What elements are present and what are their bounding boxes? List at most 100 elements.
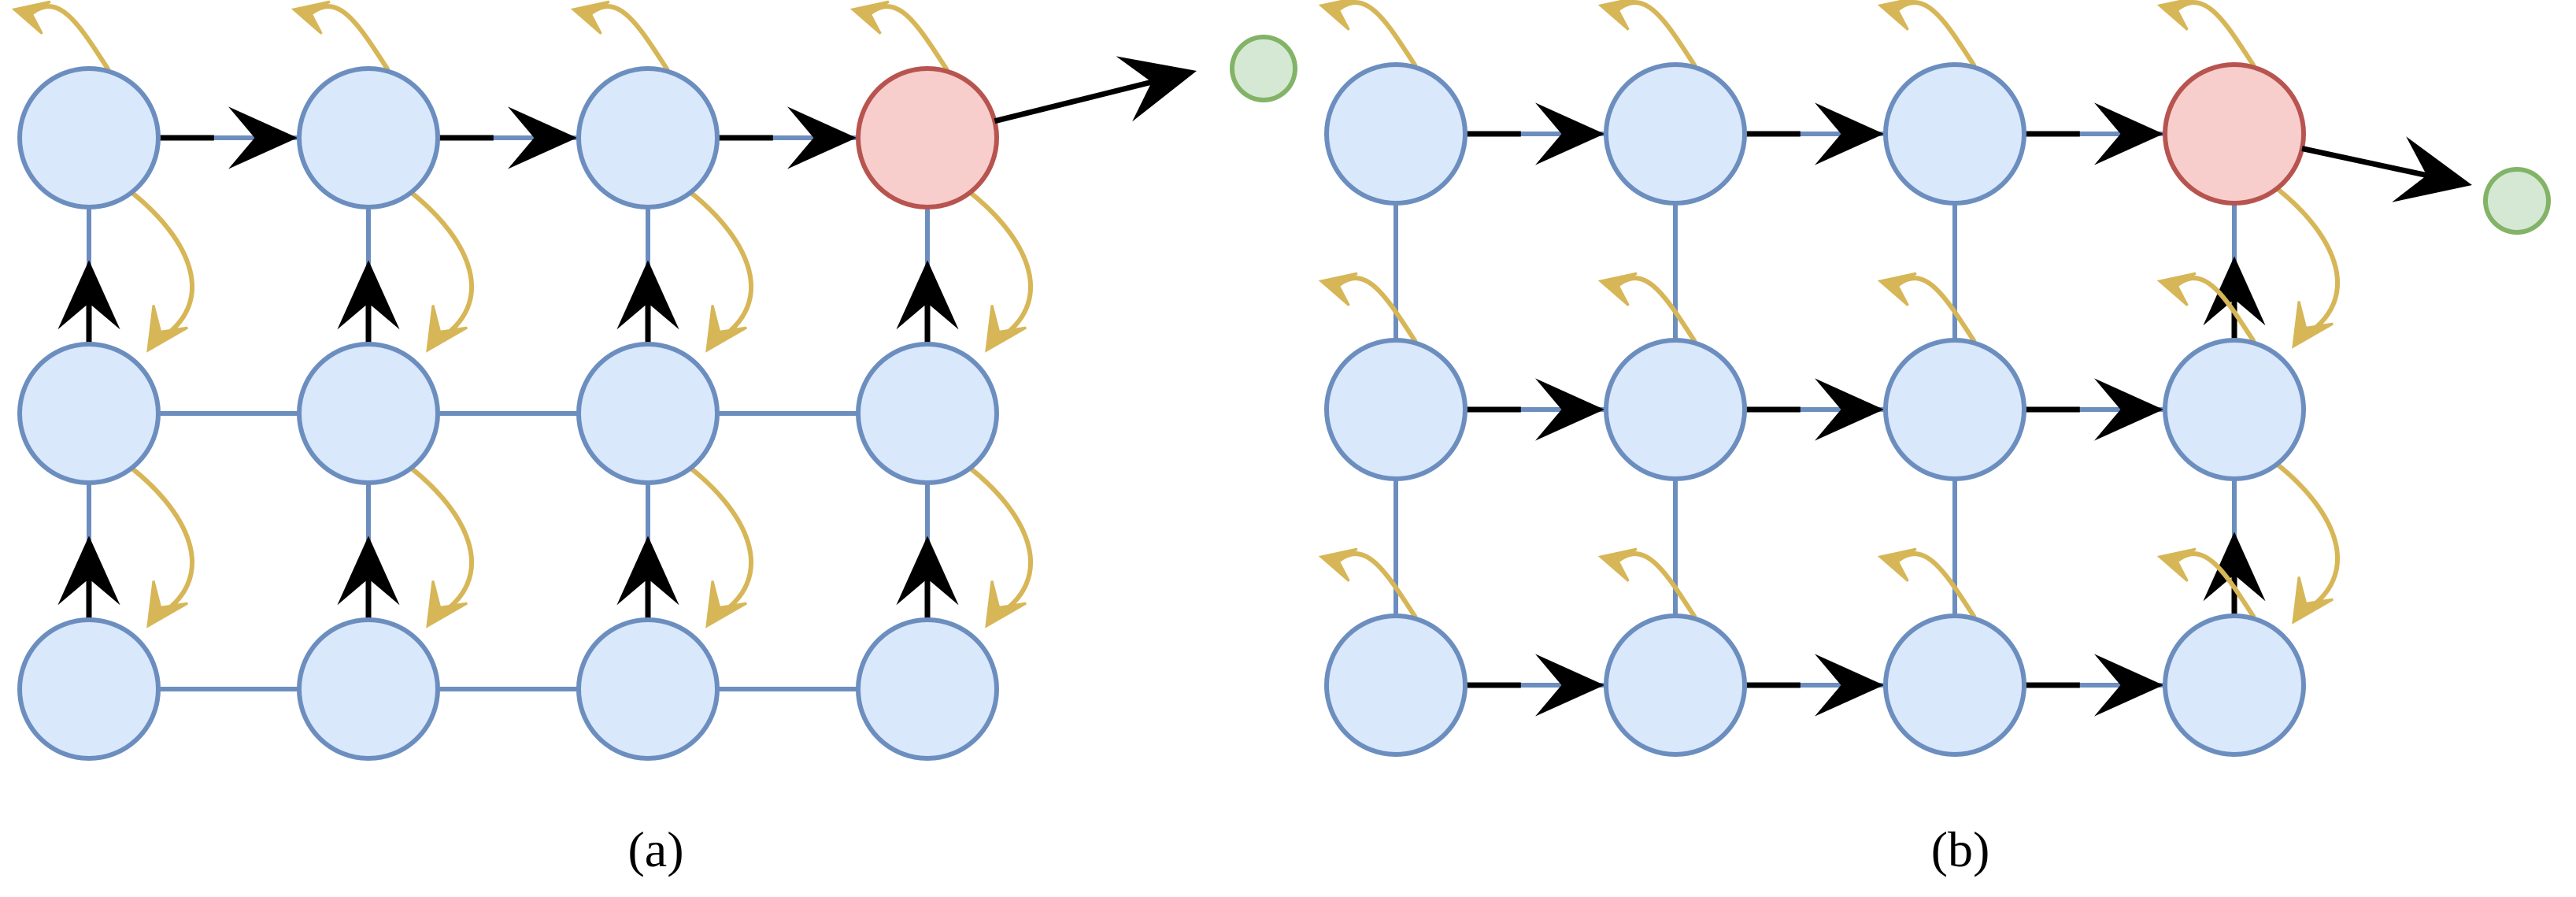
- loop-arrowhead: [1318, 547, 1358, 582]
- loop-arrowhead: [426, 305, 468, 353]
- loop-arc: [1893, 0, 1977, 68]
- flow-arrowhead: [57, 260, 120, 330]
- loop-arrowhead: [705, 580, 747, 628]
- loop-arrowhead: [2156, 547, 2197, 582]
- loop-arc: [1613, 276, 1697, 343]
- grid-node: [297, 342, 440, 485]
- flow-arrowhead: [896, 536, 959, 606]
- loop-arc: [969, 191, 1033, 343]
- panel-b: [1318, 0, 2551, 757]
- loop-arc: [690, 191, 753, 343]
- loop-arc: [865, 4, 949, 72]
- exit-arrowhead: [1116, 56, 1197, 122]
- flow-arrowhead: [2203, 532, 2266, 602]
- grid-node: [856, 342, 999, 485]
- loop-arc: [969, 466, 1033, 619]
- flow-arrowhead: [1535, 378, 1604, 441]
- grid-node: [576, 342, 720, 485]
- flow-arrowhead: [787, 106, 857, 169]
- flow-arrowhead: [337, 260, 400, 330]
- grid-node: [1883, 62, 2026, 206]
- target-node: [2483, 167, 2551, 235]
- loop-arc: [586, 4, 670, 72]
- caption-a: (a): [627, 821, 683, 877]
- flow-arrowhead: [896, 260, 959, 330]
- loop-arrowhead: [1877, 272, 1917, 306]
- flow-arrowhead: [2094, 378, 2163, 441]
- loop-arrowhead: [1318, 0, 1356, 31]
- loop-arrowhead: [1597, 0, 1636, 31]
- grid-node: [17, 617, 161, 761]
- grid-node: [1604, 613, 1747, 757]
- loop-arc: [1334, 276, 1418, 343]
- loop-arrowhead: [291, 0, 331, 35]
- grid-node: [1604, 62, 1747, 206]
- loop-arc: [1334, 0, 1418, 68]
- grid-node: [576, 66, 720, 209]
- loop-arc: [1334, 551, 1418, 619]
- sink-node: [856, 66, 999, 209]
- loop-arc: [1893, 551, 1977, 619]
- loop-arrowhead: [2156, 272, 2197, 306]
- loop-arrowhead: [146, 580, 188, 628]
- grid-node: [297, 617, 440, 761]
- exit-line: [2301, 146, 2442, 182]
- grid-node: [1604, 338, 1747, 481]
- grid-node: [2163, 613, 2306, 757]
- loop-arc: [27, 4, 111, 72]
- loop-arrowhead: [705, 305, 747, 353]
- loop-arc: [2276, 187, 2340, 339]
- loop-arc: [2276, 462, 2340, 615]
- grid-node: [17, 66, 161, 209]
- grid-node: [1324, 338, 1468, 481]
- sink-node: [2163, 62, 2306, 206]
- loop-arrowhead: [426, 580, 468, 628]
- flow-arrowhead: [508, 106, 577, 169]
- flow-arrowhead: [228, 106, 298, 169]
- flow-arrowhead: [2203, 256, 2266, 326]
- loop-arc: [410, 191, 474, 343]
- panel-a: [11, 0, 1297, 761]
- loop-arrowhead: [849, 0, 890, 35]
- caption-b: (b): [1931, 821, 1990, 877]
- loop-arrowhead: [2156, 0, 2195, 31]
- loop-arrowhead: [11, 0, 51, 35]
- grid-node: [856, 617, 999, 761]
- loop-arc: [306, 4, 390, 72]
- loop-arrowhead: [1877, 547, 1917, 582]
- exit-arrowhead: [2392, 136, 2472, 202]
- flow-arrowhead: [1815, 378, 1884, 441]
- target-node: [1230, 35, 1297, 102]
- grid-node: [1883, 613, 2026, 757]
- loop-arc: [131, 466, 194, 619]
- loop-arc: [410, 466, 474, 619]
- loop-arrowhead: [1877, 0, 1915, 31]
- flow-arrowhead: [616, 260, 679, 330]
- loop-arc: [1613, 551, 1697, 619]
- grid-node: [1324, 613, 1468, 757]
- flow-arrowhead: [337, 536, 400, 606]
- grid-node: [2163, 338, 2306, 481]
- flow-arrowhead: [1535, 654, 1604, 717]
- loop-arc: [1893, 276, 1977, 343]
- grid-node: [1883, 338, 2026, 481]
- grid-node: [1324, 62, 1468, 206]
- flow-arrowhead: [2094, 102, 2163, 165]
- loop-arrowhead: [1318, 272, 1358, 306]
- flow-arrowhead: [616, 536, 679, 606]
- loop-arrowhead: [1597, 272, 1638, 306]
- loop-arrowhead: [146, 305, 188, 353]
- flow-arrowhead: [1535, 102, 1604, 165]
- loop-arc: [131, 191, 194, 343]
- grid-node: [297, 66, 440, 209]
- loop-arc: [690, 466, 753, 619]
- loop-arrowhead: [570, 0, 610, 35]
- loop-arc: [2172, 0, 2256, 68]
- loop-arrowhead: [985, 305, 1027, 353]
- flow-arrowhead: [2094, 654, 2163, 717]
- flow-arrowhead: [1815, 654, 1884, 717]
- grid-node: [17, 342, 161, 485]
- flow-arrowhead: [57, 536, 120, 606]
- loop-arrowhead: [2292, 576, 2334, 625]
